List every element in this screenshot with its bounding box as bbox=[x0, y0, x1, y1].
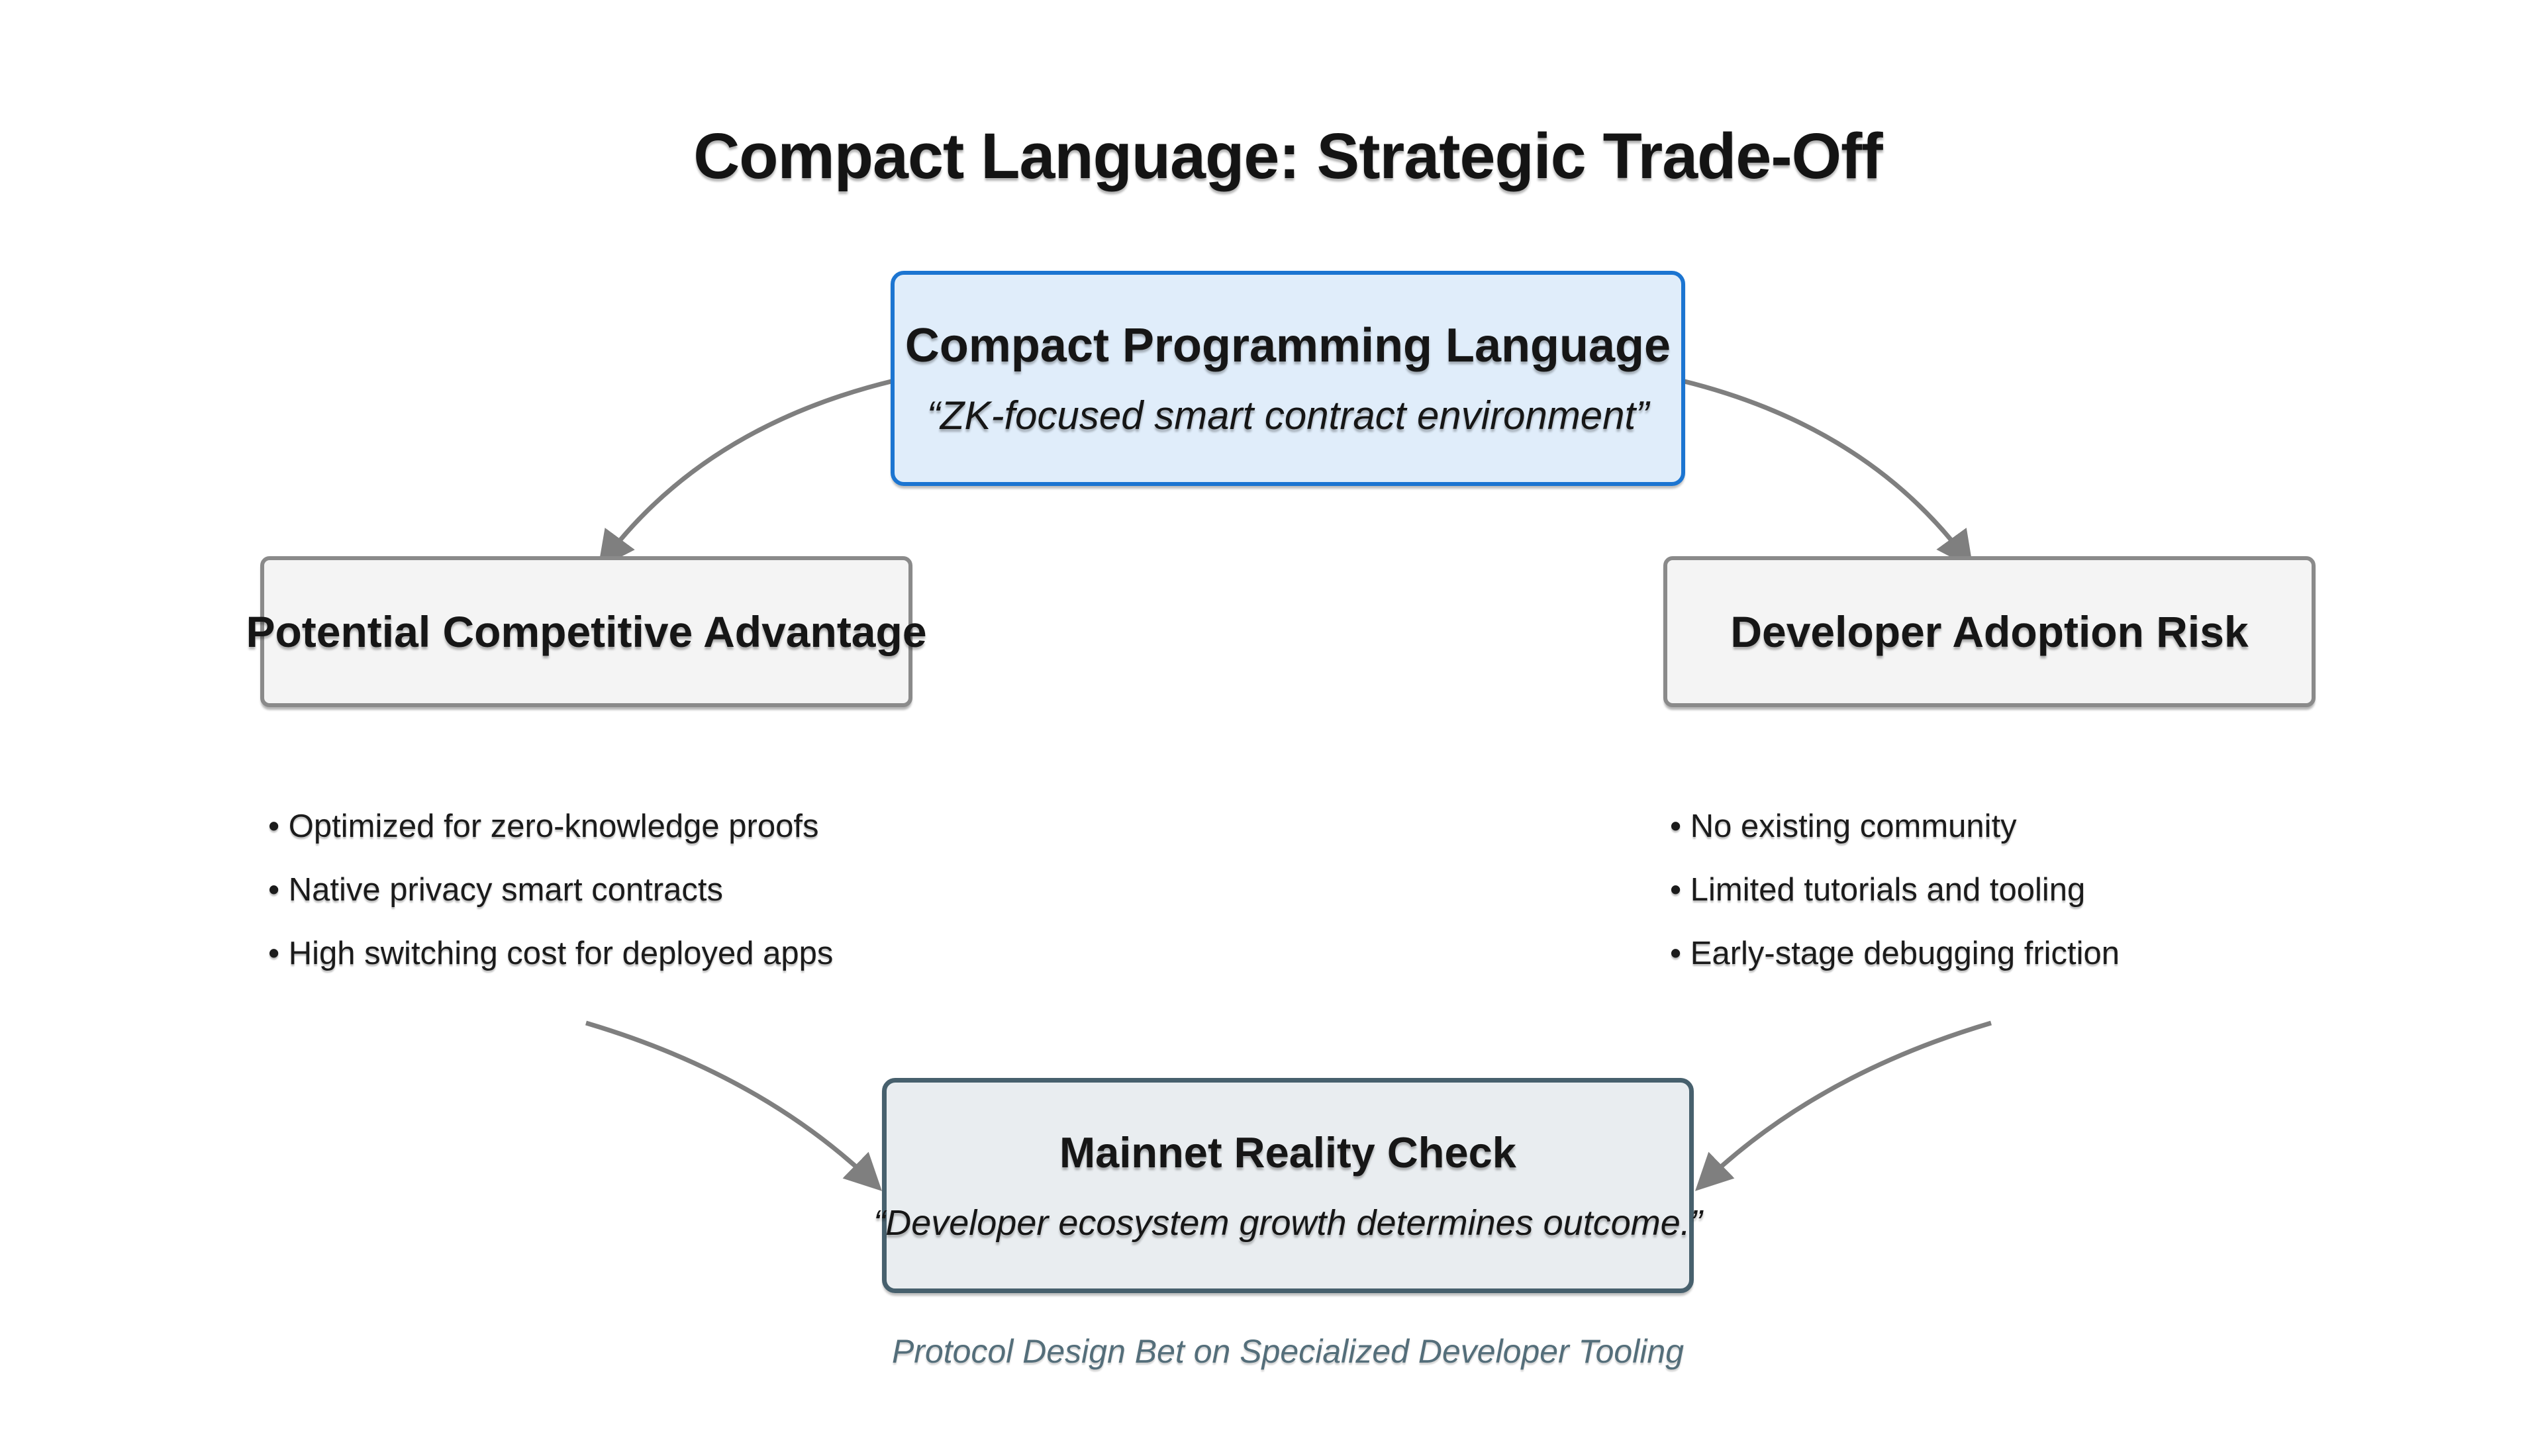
advantage-node: Potential Competitive Advantage bbox=[246, 556, 927, 707]
bullet-item: Optimized for zero-knowledge proofs bbox=[268, 795, 833, 858]
root-node-title: Compact Programming Language bbox=[904, 319, 1671, 372]
bullet-item: High switching cost for deployed apps bbox=[268, 922, 834, 985]
bullet-item: Native privacy smart contracts bbox=[268, 858, 833, 922]
edge-root-to-advantage bbox=[598, 378, 895, 569]
outcome-node: Mainnet Reality Check “Developer ecosyst… bbox=[873, 1078, 1702, 1293]
bullet-item: No existing community bbox=[1670, 795, 2120, 858]
outcome-node-title: Mainnet Reality Check bbox=[1059, 1128, 1516, 1177]
root-node-subtitle: “ZK-focused smart contract environment” bbox=[926, 393, 1649, 438]
risk-node: Developer Adoption Risk bbox=[1663, 556, 2316, 707]
edge-root-to-risk bbox=[1681, 378, 1973, 569]
advantage-bullet-list: Optimized for zero-knowledge proofs Nati… bbox=[268, 795, 834, 985]
outcome-node-subtitle: “Developer ecosystem growth determines o… bbox=[873, 1203, 1702, 1243]
edge-advantage-to-outcome bbox=[585, 1020, 882, 1191]
risk-bullet-list: No existing community Limited tutorials … bbox=[1670, 795, 2120, 985]
footer-caption: Protocol Design Bet on Specialized Devel… bbox=[891, 1333, 1685, 1370]
risk-node-title: Developer Adoption Risk bbox=[1730, 607, 2249, 656]
advantage-node-title: Potential Competitive Advantage bbox=[246, 607, 927, 656]
bullet-item: Limited tutorials and tooling bbox=[1670, 858, 2120, 922]
page-title: Compact Language: Strategic Trade-Off bbox=[693, 120, 1882, 192]
root-node: Compact Programming Language “ZK-focused… bbox=[891, 271, 1685, 486]
edge-risk-to-outcome bbox=[1695, 1020, 1992, 1191]
bullet-item: Early-stage debugging friction bbox=[1670, 922, 2120, 985]
